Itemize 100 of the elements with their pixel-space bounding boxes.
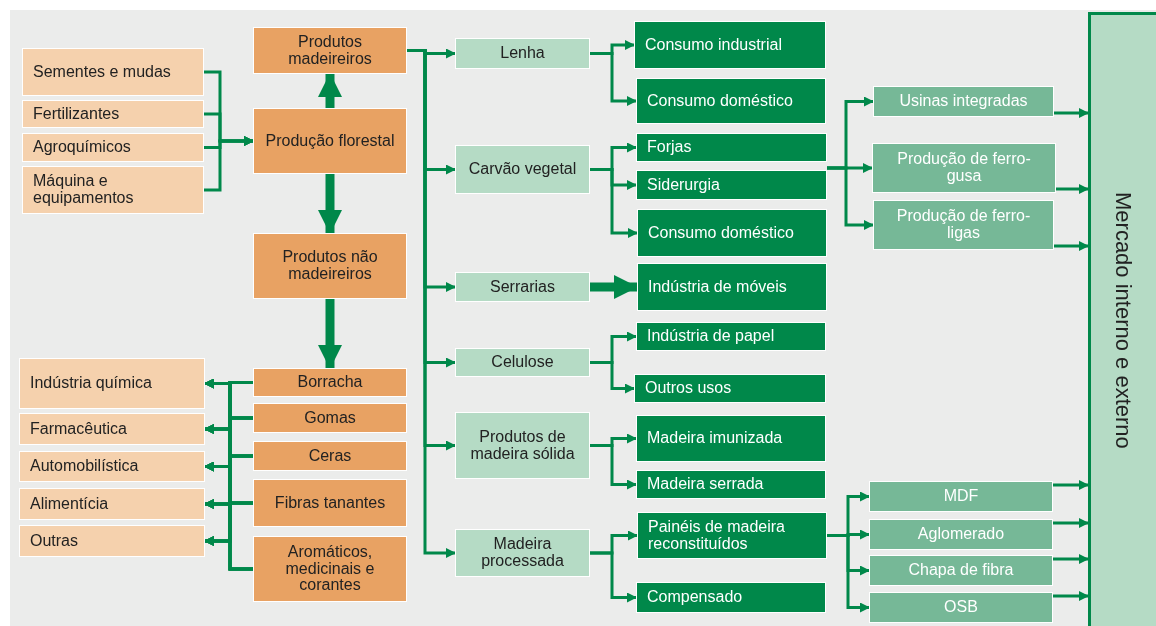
category-box (455, 348, 590, 377)
box-label: Fertilizantes (33, 105, 120, 123)
arrow (827, 166, 874, 230)
product-box (253, 441, 407, 471)
box-label: Aglomerado (917, 526, 1005, 543)
box-label: Madeira serrada (647, 476, 764, 493)
arrow (590, 52, 637, 106)
arrow (1054, 108, 1089, 118)
category-box (455, 529, 590, 577)
arrow (590, 168, 638, 238)
arrow (590, 361, 635, 394)
box-label: Produção florestal (265, 132, 395, 150)
box-label: Automobilística (30, 458, 139, 475)
product-box (253, 368, 407, 397)
arrow (1053, 518, 1089, 528)
box-label: Outros usos (645, 380, 732, 397)
box-label: MDF (943, 488, 979, 505)
product-box (253, 536, 407, 602)
use-box (637, 263, 827, 311)
box-label: Madeira processada (480, 536, 565, 570)
input-box (22, 100, 204, 128)
box-label: Produção de ferro-ligas (895, 208, 1032, 242)
box-label: Chapa de fibra (908, 562, 1014, 579)
box-label: Sementes e mudas (33, 63, 171, 81)
output-box (869, 555, 1053, 586)
box-label: Farmacêutica (30, 420, 127, 438)
box-label: Máquina e equipamentos (33, 173, 135, 207)
box-label: Gomas (304, 409, 356, 427)
box-label: Indústria de móveis (648, 278, 787, 296)
product-box (253, 233, 407, 299)
box-label: Consumo industrial (645, 36, 782, 54)
box-label: Carvão vegetal (468, 161, 577, 178)
box-label: OSB (944, 599, 978, 616)
box-label: Mercado interno e externo (1111, 192, 1136, 449)
use-box (636, 322, 826, 351)
use-box (634, 21, 826, 69)
arrow (318, 73, 342, 108)
use-box (636, 415, 826, 462)
use-box (636, 170, 827, 200)
box-label: Compensado (647, 589, 743, 606)
box-label: Outras (30, 532, 78, 550)
arrow (204, 136, 254, 192)
input-box (19, 488, 205, 520)
box-label: Serrarias (490, 278, 555, 296)
market-box (1088, 12, 1156, 626)
box-label: Madeira imunizada (647, 430, 783, 447)
product-box (253, 403, 407, 433)
box-label: Consumo doméstico (648, 224, 794, 242)
use-box (634, 374, 826, 403)
arrow (827, 534, 870, 613)
input-box (19, 358, 205, 409)
input-box (19, 525, 205, 557)
category-box (455, 145, 590, 194)
input-box (19, 413, 205, 445)
arrow (590, 275, 638, 299)
category-box (455, 38, 590, 69)
arrow (318, 299, 342, 369)
arrow (590, 444, 637, 490)
arrow (1054, 241, 1089, 251)
box-label: Usinas integradas (899, 93, 1028, 110)
box-label: Lenha (500, 45, 545, 62)
use-box (636, 78, 826, 124)
output-box (869, 481, 1053, 512)
arrow (318, 174, 342, 234)
box-label: Produtos madeireiros (287, 33, 373, 68)
product-box (253, 108, 407, 174)
use-box (636, 582, 826, 613)
arrow (1053, 554, 1089, 564)
box-label: Indústria química (30, 375, 152, 392)
arrow (1056, 184, 1089, 194)
box-label: Celulose (491, 354, 554, 371)
use-box (637, 209, 827, 257)
arrow (1053, 591, 1089, 601)
box-label: Borracha (297, 374, 363, 391)
category-box (455, 272, 590, 302)
box-label: Produção de ferro-gusa (896, 151, 1032, 185)
output-box (872, 143, 1056, 193)
input-box (22, 48, 204, 96)
box-label: Ceras (308, 447, 352, 465)
use-box (636, 470, 826, 499)
output-box (873, 200, 1054, 250)
box-label: Produtos de madeira sólida (469, 428, 576, 463)
box-label: Consumo doméstico (647, 92, 793, 110)
box-label: Indústria de papel (647, 328, 775, 345)
product-box (253, 27, 407, 74)
use-box (637, 512, 827, 559)
input-box (22, 166, 204, 214)
box-label: Fibras tanantes (274, 494, 386, 512)
output-box (869, 519, 1053, 550)
box-label: Agroquímicos (33, 139, 131, 156)
box-label: Forjas (647, 139, 692, 156)
box-label: Produtos não madeireiros (281, 249, 379, 283)
box-label: Painéis de madeira reconstituídos (648, 518, 786, 553)
box-label: Siderurgia (647, 176, 720, 194)
output-box (869, 592, 1053, 623)
box-label: Alimentícia (30, 495, 109, 513)
input-box (19, 451, 205, 482)
box-label: Aromáticos, medicinais e corantes (284, 543, 376, 595)
input-box (22, 133, 204, 162)
category-box (455, 412, 590, 479)
